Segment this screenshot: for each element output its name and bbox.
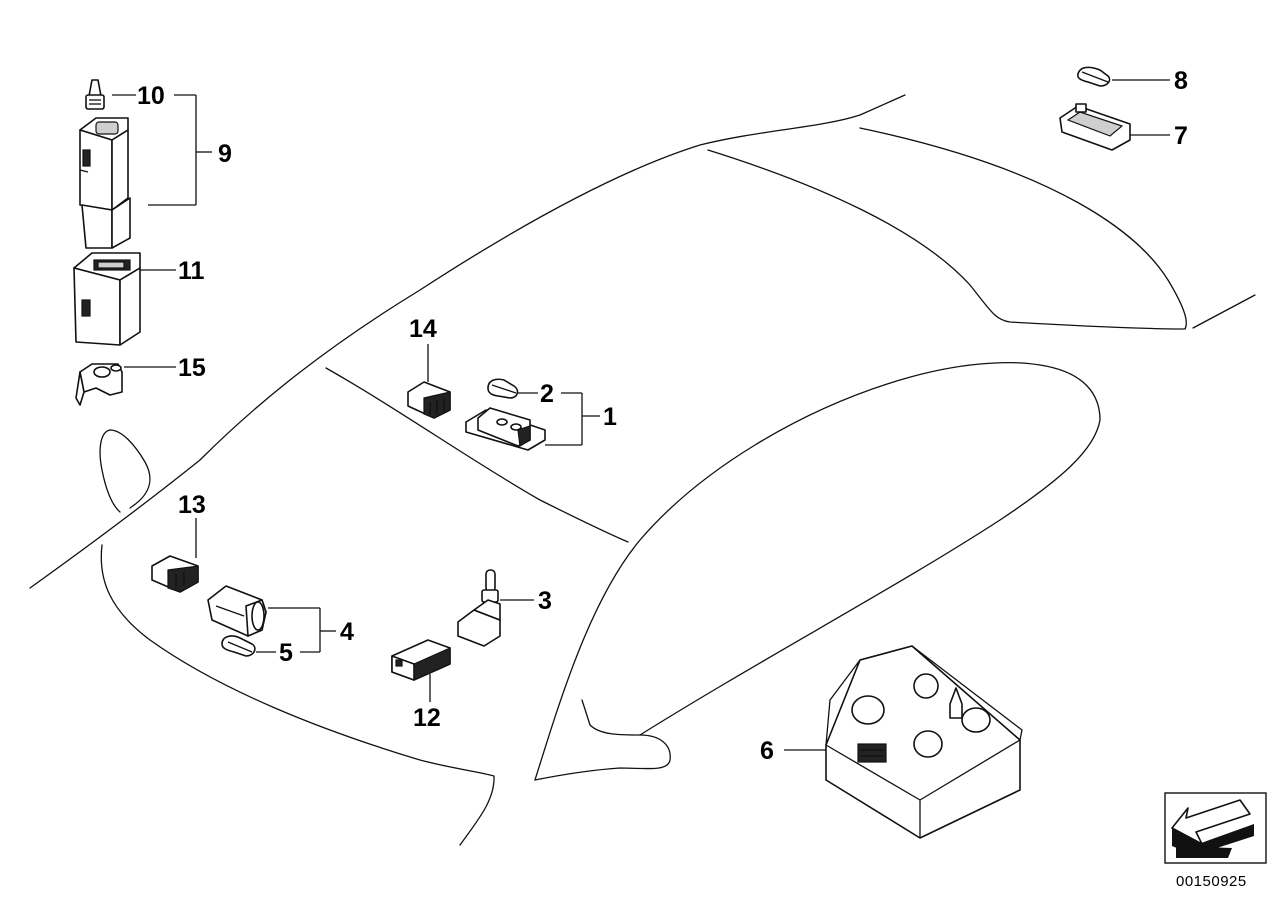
part-12-connector bbox=[391, 639, 451, 681]
callout-5: 5 bbox=[279, 639, 293, 667]
part-7-lens bbox=[1059, 103, 1131, 151]
callout-9: 9 bbox=[218, 140, 232, 168]
part-11-housing bbox=[73, 252, 141, 346]
direction-arrow-icon bbox=[1164, 792, 1267, 864]
callout-10: 10 bbox=[137, 82, 165, 110]
callout-6: 6 bbox=[760, 737, 774, 765]
callout-7: 7 bbox=[1174, 122, 1188, 150]
part-15-clip bbox=[75, 363, 123, 406]
callout-labels: 10 9 11 15 14 2 1 13 4 5 3 12 6 8 7 bbox=[137, 67, 1188, 765]
callout-11: 11 bbox=[178, 257, 205, 285]
leader-lines bbox=[112, 79, 1170, 751]
document-number: 00150925 bbox=[1176, 873, 1247, 890]
part-8-bulb bbox=[1077, 66, 1111, 87]
part-6-bulb-kit-box bbox=[825, 645, 1023, 839]
part-3-bulb-socket bbox=[457, 569, 501, 647]
callout-15: 15 bbox=[178, 354, 206, 382]
part-9-lamp-assembly bbox=[79, 117, 131, 249]
part-4-lamp bbox=[207, 585, 267, 637]
callout-3: 3 bbox=[538, 587, 552, 615]
callout-13: 13 bbox=[178, 491, 206, 519]
callout-1: 1 bbox=[603, 403, 617, 431]
part-1-interior-lamp bbox=[465, 407, 546, 451]
callout-14: 14 bbox=[409, 315, 437, 343]
car-outline bbox=[29, 94, 1256, 846]
callout-4: 4 bbox=[340, 618, 354, 646]
part-13-connector bbox=[151, 555, 199, 593]
part-14-connector bbox=[407, 381, 451, 419]
callout-12: 12 bbox=[413, 704, 441, 732]
part-5-bulb bbox=[221, 635, 256, 657]
part-10-bulb bbox=[85, 79, 105, 110]
part-2-festoon-bulb bbox=[487, 378, 519, 399]
callout-8: 8 bbox=[1174, 67, 1188, 95]
callout-2: 2 bbox=[540, 380, 554, 408]
